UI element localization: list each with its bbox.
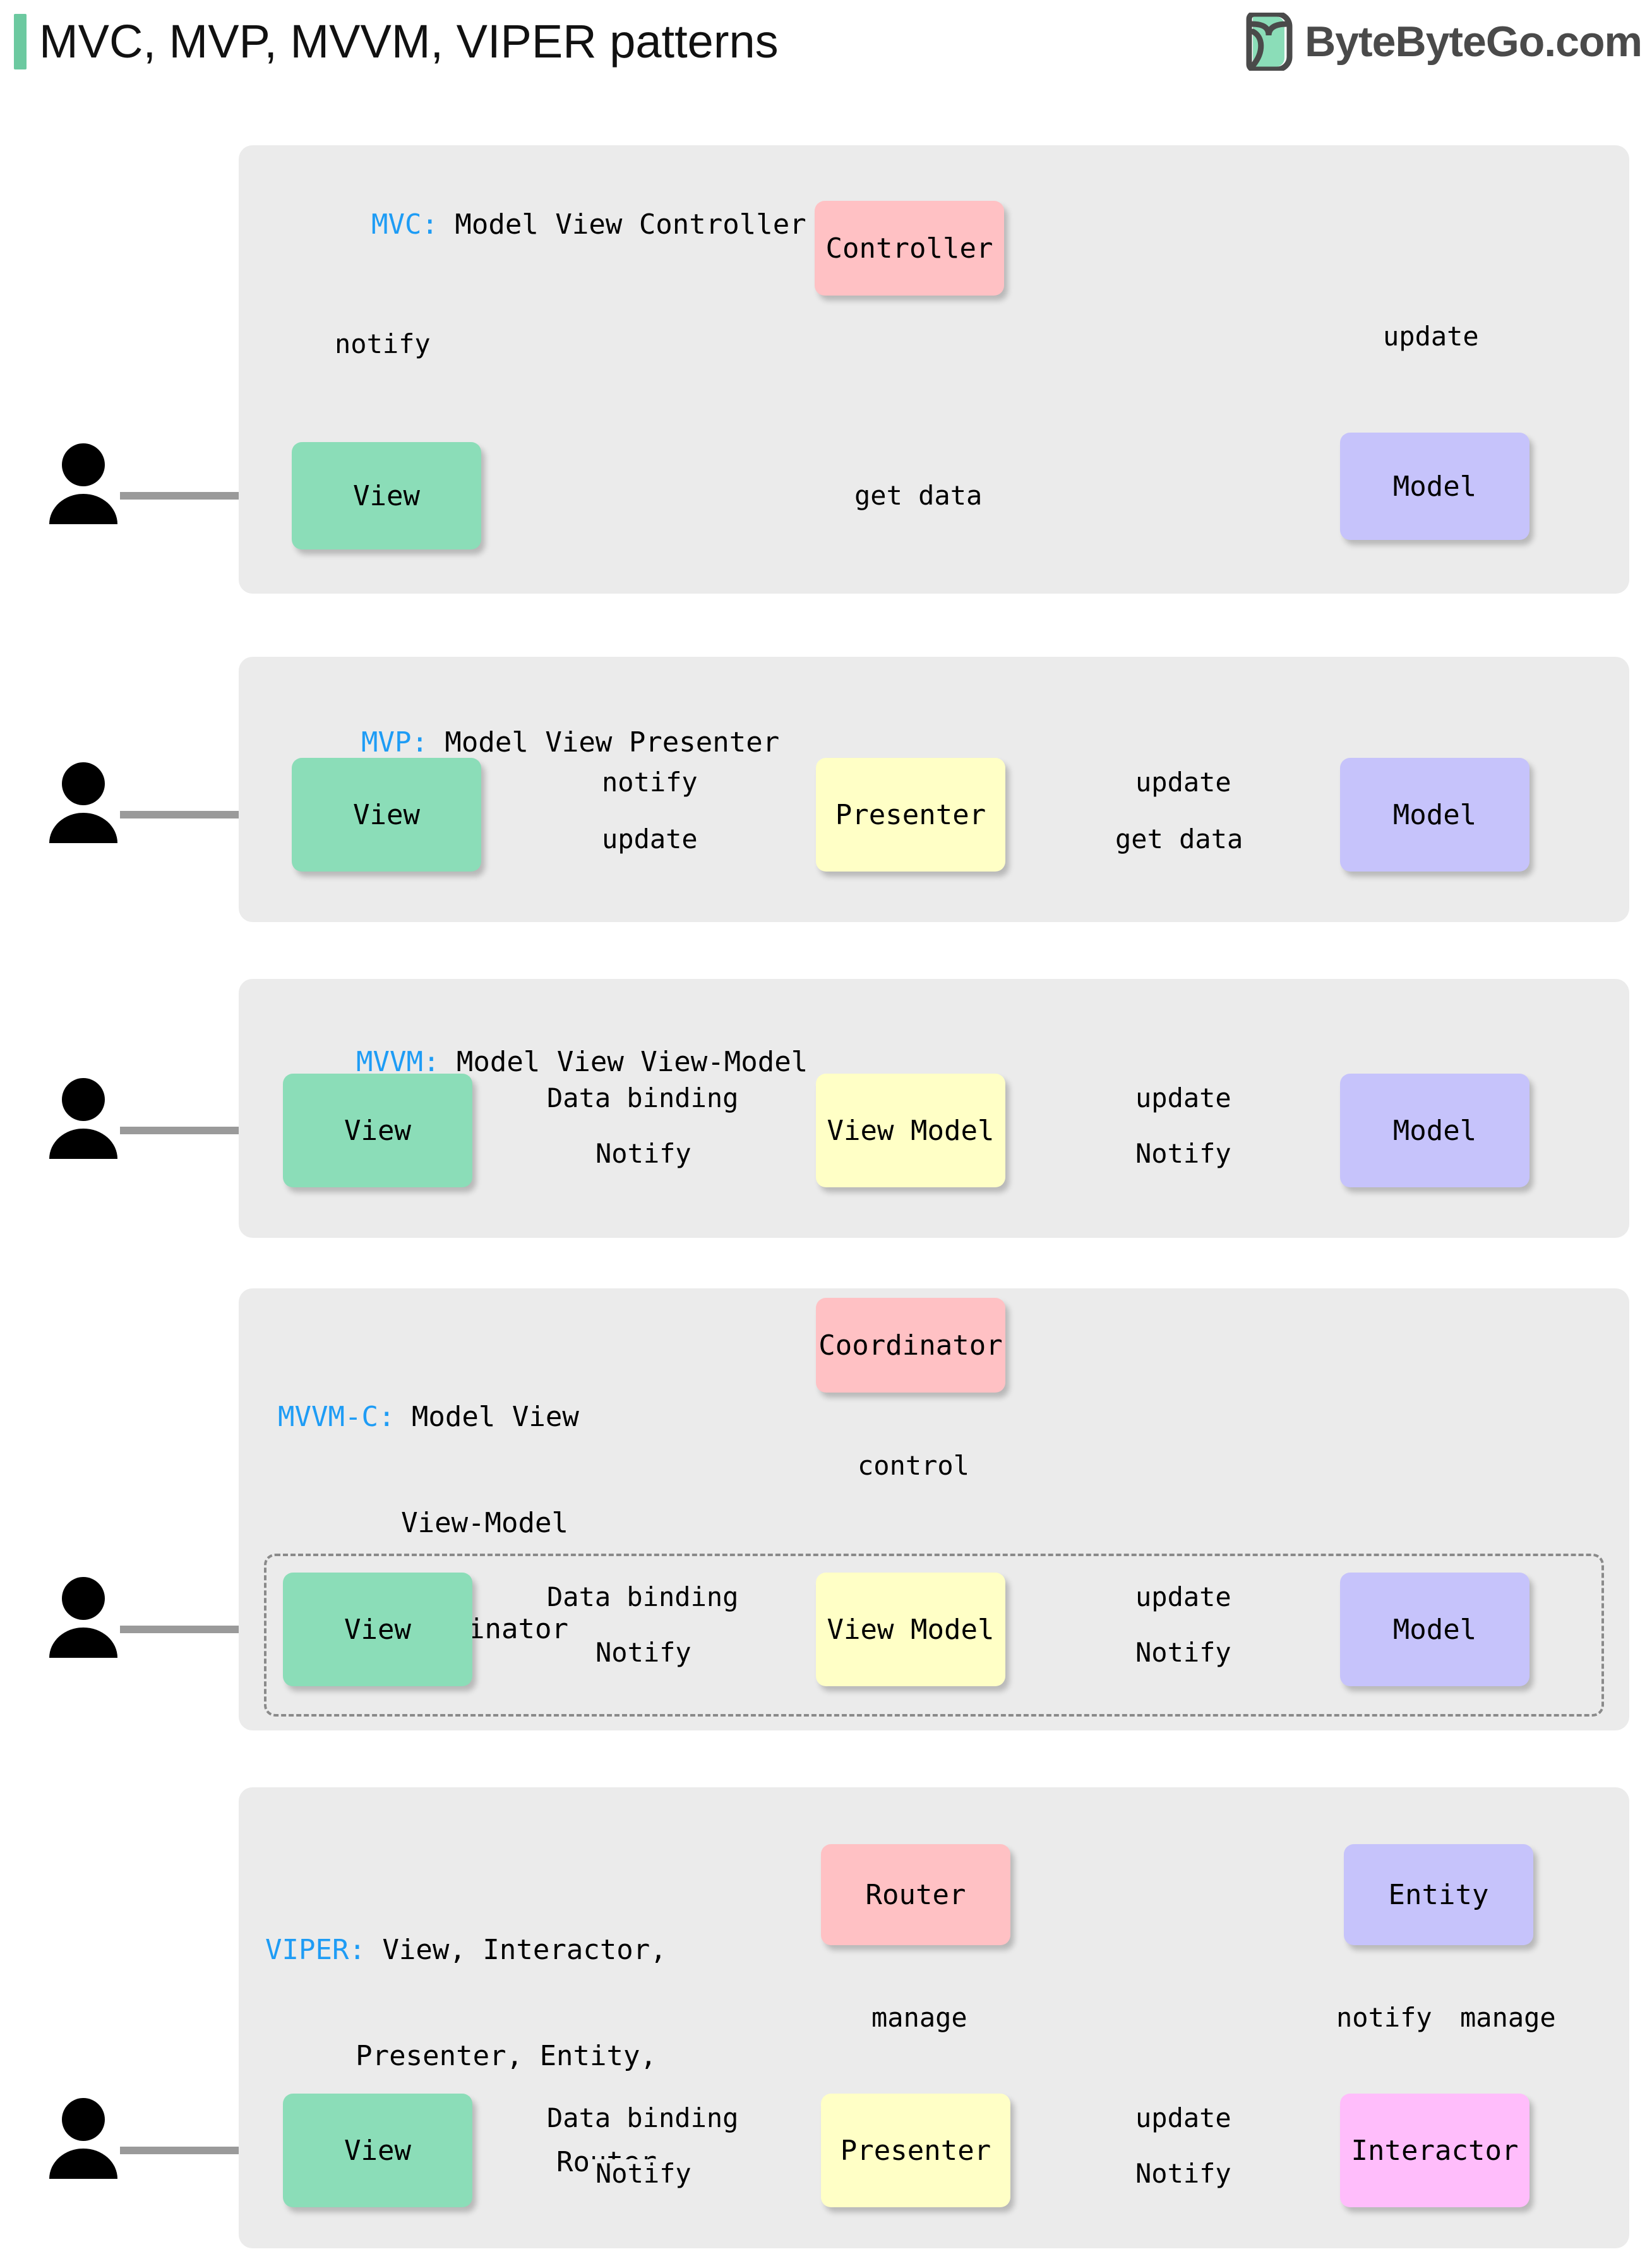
edge-label-data-binding: Data binding [542,2104,744,2133]
panel-title-viper: VIPER: View, Interactor, Presenter, Enti… [265,1862,667,2251]
panel-key-mvvm-c: MVVM-C: [278,1401,395,1433]
panel-title-text-mvvm-c: Model View [395,1401,579,1433]
edge-label-notify-left: Notify [590,2159,697,2188]
edge-label-get-data: get data [849,481,988,510]
edge-label-update: update [1130,1084,1236,1113]
edge-label-notify-left: Notify [590,1139,697,1168]
edge-label-update-right: update [1130,768,1236,797]
panel-key-mvvm: MVVM: [356,1046,440,1078]
page-title: MVC, MVP, MVVM, VIPER patterns [39,15,779,68]
edge-label-update: update [1130,1583,1236,1612]
node-view[interactable]: View [283,2094,472,2207]
node-interactor[interactable]: Interactor [1340,2094,1529,2207]
header-accent-bar [14,14,27,69]
panel-title-text-mvp: Model View Presenter [428,726,780,758]
panel-title-text-mvc: Model View Controller [438,208,806,241]
panel-title-mvc: MVC: Model View Controller [304,172,806,278]
node-controller[interactable]: Controller [815,201,1004,296]
mvvm-group-box [264,1554,1604,1717]
bytebytego-leaf-icon [1246,13,1293,71]
edge-label-data-binding: Data binding [542,1084,744,1113]
node-view-model[interactable]: View Model [816,1573,1005,1686]
node-view[interactable]: View [283,1573,472,1686]
node-view[interactable]: View [292,758,481,872]
edge-label-notify-right: Notify [1130,1139,1236,1168]
node-model[interactable]: Model [1340,758,1529,872]
node-presenter[interactable]: Presenter [821,2094,1010,2207]
panel-title-mvp: MVP: Model View Presenter [294,690,779,796]
edge-label-notify-entity: notify [1331,2003,1437,2032]
user-icon [49,1577,117,1658]
node-router[interactable]: Router [821,1844,1010,1945]
panel-key-mvc: MVC: [371,208,438,241]
user-icon [49,443,117,524]
edge-label-manage-entity: manage [1455,2003,1561,2032]
edge-label-update: update [1130,2104,1236,2133]
edge-label-update-left: update [597,825,703,854]
edge-label-data-binding: Data binding [542,1583,744,1612]
node-model[interactable]: Model [1340,1573,1529,1686]
edge-label-notify: notify [335,328,431,359]
node-view-model[interactable]: View Model [816,1074,1005,1187]
node-model[interactable]: Model [1340,433,1529,540]
node-view[interactable]: View [283,1074,472,1187]
edge-label-notify-right: Notify [1130,1638,1236,1667]
edge-label-notify: notify [597,768,703,797]
user-icon [49,1078,117,1159]
panel-title-mvvm: MVVM: Model View View-Model [289,1009,808,1115]
panel-key-mvp: MVP: [361,726,428,758]
edge-label-notify-left: Notify [590,1638,697,1667]
node-view[interactable]: View [292,442,481,549]
panel-title-text-mvvm: Model View View-Model [440,1046,808,1078]
node-model[interactable]: Model [1340,1074,1529,1187]
user-icon [49,762,117,843]
panel-title-text-viper: View, Interactor, [365,1934,667,1966]
panel-title-line2-viper: Presenter, Entity, [356,2040,657,2072]
brand-logo: ByteByteGo.com [1244,11,1643,72]
user-icon [49,2098,117,2179]
edge-label-get-data: get data [1110,825,1248,854]
edge-label-manage-router: manage [866,2003,973,2032]
brand-name: ByteByteGo.com [1305,18,1643,66]
panel-key-viper: VIPER: [265,1934,366,1966]
panel-title-line2-mvvm-c: View-Model [401,1507,568,1539]
node-entity[interactable]: Entity [1344,1844,1533,1945]
node-presenter[interactable]: Presenter [816,758,1005,872]
node-coordinator[interactable]: Coordinator [816,1298,1005,1393]
edge-label-notify-right: Notify [1130,2159,1236,2188]
edge-label-control: control [853,1451,975,1480]
edge-label-update: update [1383,321,1479,352]
